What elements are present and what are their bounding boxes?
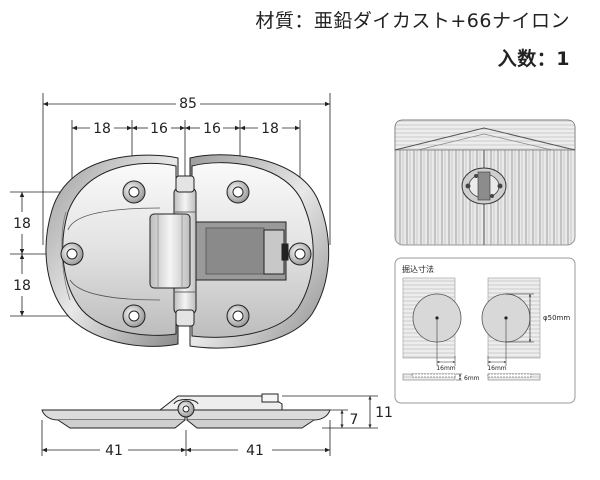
screw-hole-right-top: [226, 180, 250, 204]
boring-offset-left: 16mm: [436, 365, 455, 372]
hinge-side-view: [41, 393, 331, 429]
hinge-left-arm: [149, 213, 191, 289]
dim-top-seg-3: 16: [203, 121, 221, 137]
front-dimension-labels: 85 18 16 16 18 18 18: [13, 96, 279, 294]
quantity-spec: 入数：1: [497, 48, 570, 70]
dim-overall-width: 85: [179, 96, 197, 112]
dim-left-seg-1: 18: [13, 216, 31, 232]
side-dimensions: [41, 395, 378, 456]
dim-side-left: 41: [105, 443, 123, 459]
dim-height-small: 7: [350, 412, 359, 428]
screw-hole-left-middle: [60, 242, 84, 266]
boring-title: 掘込寸法: [402, 264, 434, 274]
screw-hole-left-top: [122, 180, 146, 204]
screw-hole-left-bottom: [122, 304, 146, 328]
install-hinge-icon: [461, 167, 507, 205]
dim-top-seg-4: 18: [261, 121, 279, 137]
side-right-plate: [186, 409, 331, 421]
hinge-front-view: [45, 154, 330, 349]
dim-height-large: 11: [375, 405, 393, 421]
screw-hole-right-bottom: [226, 304, 250, 328]
side-dimension-labels: 41 41 7 11: [105, 405, 393, 459]
dim-side-right: 41: [246, 443, 264, 459]
boring-dimensions-panel: 掘込寸法 φ50mm 16mm 16mm: [394, 257, 576, 404]
material-spec: 材質：亜鉛ダイカスト+66ナイロン: [255, 10, 570, 32]
dim-left-seg-2: 18: [13, 278, 31, 294]
dim-top-seg-1: 18: [93, 121, 111, 137]
boring-diameter: φ50mm: [543, 314, 570, 322]
dim-top-seg-2: 16: [150, 121, 168, 137]
boring-gap: 6mm: [464, 375, 480, 382]
boring-offset-right: 16mm: [487, 365, 506, 372]
side-left-plate: [41, 409, 186, 421]
screw-hole-right-middle: [288, 242, 312, 266]
install-photo-panel: [394, 119, 576, 246]
